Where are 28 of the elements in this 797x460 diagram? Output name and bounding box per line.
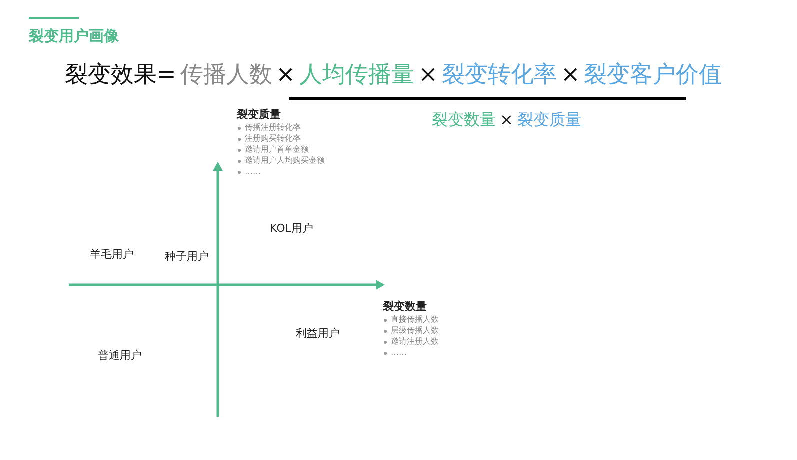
list-item: 层级传播人数 xyxy=(391,326,439,336)
list-item: 直接传播人数 xyxy=(391,315,439,325)
slide-title: 裂变用户画像 xyxy=(29,27,119,45)
formula-term: 裂变效果= xyxy=(65,61,176,90)
list-item: 邀请用户首单金额 xyxy=(245,145,309,155)
list-item: …… xyxy=(245,167,261,177)
formula-term: 人均传播量 xyxy=(300,61,415,90)
formula-term: 裂变转化率 xyxy=(442,61,557,90)
formula-term: 裂变客户价值 xyxy=(584,61,722,90)
quadrant-label: KOL用户 xyxy=(270,222,314,236)
list-item: …… xyxy=(391,348,407,358)
multiply-sign: × xyxy=(500,110,514,129)
axis-title: 裂变质量 xyxy=(237,108,281,122)
quadrant-label: 普通用户 xyxy=(98,349,142,362)
formula-term: 裂变质量 xyxy=(517,110,582,131)
quadrant-label: 种子用户 xyxy=(165,250,209,264)
formula-term: 传播人数 xyxy=(180,61,272,90)
axis-title: 裂变数量 xyxy=(383,300,427,314)
list-item: 邀请注册人数 xyxy=(391,337,439,347)
multiply-sign: × xyxy=(276,62,296,88)
multiply-sign: × xyxy=(418,62,438,88)
multiply-sign: × xyxy=(560,62,580,88)
list-item: 邀请用户人均购买金额 xyxy=(245,156,325,166)
list-item: 传播注册转化率 xyxy=(245,123,301,133)
formula-term: 裂变数量 xyxy=(432,110,496,131)
quadrant-label: 利益用户 xyxy=(296,327,340,340)
quadrant-label: 羊毛用户 xyxy=(90,248,134,262)
list-item: 注册购买转化率 xyxy=(245,134,301,144)
